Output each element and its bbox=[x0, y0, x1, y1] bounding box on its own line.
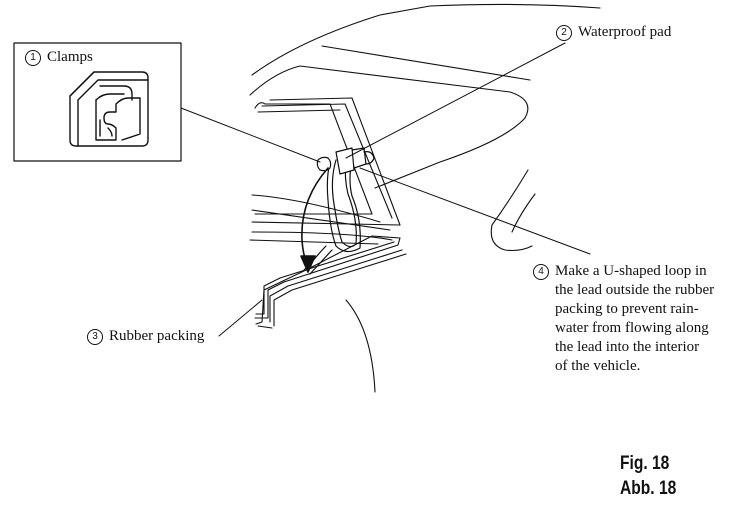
callout-clamps-text: Clamps bbox=[47, 49, 93, 65]
callout-waterproof-pad: 2 Waterproof pad bbox=[556, 22, 671, 42]
leader-line-waterproof bbox=[345, 42, 566, 159]
callout-number-2: 2 bbox=[556, 25, 572, 41]
car-body-outline bbox=[249, 3, 601, 393]
callout-rubber-packing-text: Rubber packing bbox=[109, 328, 205, 344]
callout-number-3: 3 bbox=[87, 329, 103, 345]
rubber-packing-strip bbox=[254, 235, 407, 329]
callout-number-4: 4 bbox=[533, 264, 549, 280]
leader-lines bbox=[180, 42, 591, 337]
callout-u-loop-line-6: of the vehicle. bbox=[555, 358, 641, 374]
clamp-illustration bbox=[69, 71, 149, 147]
callout-number-1: 1 bbox=[25, 50, 41, 66]
callout-rubber-packing: 3 Rubber packing bbox=[87, 326, 204, 346]
waterproof-pad-shape bbox=[316, 147, 375, 175]
callout-waterproof-pad-text: Waterproof pad bbox=[578, 24, 672, 40]
leader-line-rubber bbox=[218, 299, 263, 337]
callout-clamps: 1 Clamps bbox=[25, 47, 93, 67]
leader-line-loop bbox=[359, 167, 591, 255]
bend-arrow bbox=[300, 167, 329, 273]
callout-u-loop-line-5: the lead into the interior bbox=[555, 339, 700, 355]
figure-label-de: Abb. 18 bbox=[620, 478, 677, 499]
callout-u-loop-line-2: the lead outside the rubber bbox=[555, 282, 715, 298]
callout-u-loop-line-3: packing to prevent rain- bbox=[555, 301, 699, 317]
callout-u-loop-line-4: water from flowing along bbox=[555, 320, 709, 336]
figure-label-en: Fig. 18 bbox=[620, 453, 670, 474]
leader-line-clamps bbox=[180, 107, 321, 163]
